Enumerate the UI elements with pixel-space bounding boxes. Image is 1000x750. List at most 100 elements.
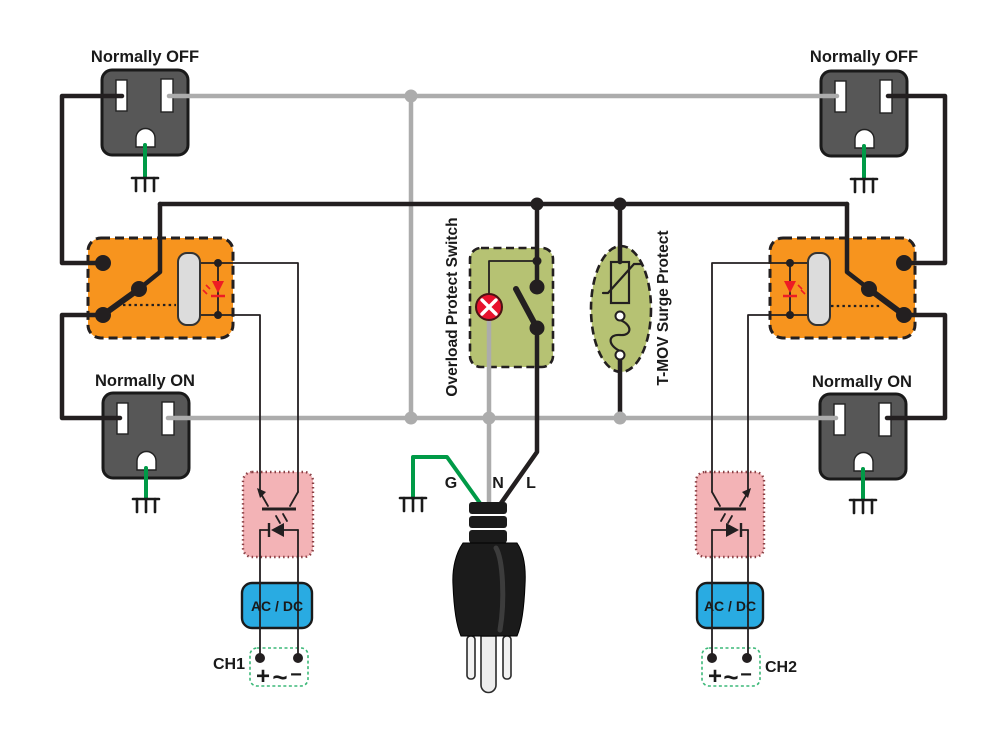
junction-dots [404,89,627,425]
opto-led-icon [711,523,749,537]
terminal-dot [255,653,265,663]
power-plug: G N L [445,475,536,694]
thermal-link-icon [609,318,631,353]
ground-symbol [131,497,161,514]
neutral-junction-mid [404,411,418,425]
live-wires [59,93,948,659]
outlet-label: Normally ON [812,373,912,391]
coil-right-bottom-wire [747,314,809,493]
tmov-internals: T-MOV Surge Protect [601,230,672,386]
optocoupler-left-internals [257,488,299,537]
outlet-mid-right: Normally ON [812,373,912,481]
ground-symbol [849,177,879,194]
breaker-moving-contact [529,320,545,336]
terminal-dot [293,653,303,663]
optocoupler-left-box [241,470,315,559]
acdc-left-label: AC / DC [251,598,303,614]
lamp-tap-wire [488,260,536,295]
relay-no-contact [95,255,111,271]
ground-symbol [130,176,160,193]
outlet-label: Normally OFF [91,48,199,66]
plug-strain-relief [469,516,507,528]
ground-symbol [398,496,428,513]
tmov-label: T-MOV Surge Protect [655,230,672,385]
outlet-icon [100,68,190,157]
coil-terminal-top [786,259,794,267]
plus-symbol: + [256,663,270,690]
plug-prong-left [466,635,476,680]
outlet-icon [819,69,909,158]
live-junction-tmov [613,197,627,211]
coil-left-top-wire [199,262,299,493]
opto-left-out-wires [259,529,299,659]
plug-prong-ground [480,635,497,694]
plug-icon [452,502,526,694]
overload-switch-internals: Overload Protect Switch [444,217,545,397]
opto-right-out-wires [711,529,749,659]
thermal-terminal-top [614,310,626,322]
relay-left-common-riser [136,201,163,292]
relay-right-no-wire [885,93,948,266]
ch2-terminals: CH2 + ~ − [707,653,797,692]
plug-body [452,542,526,637]
outlet-icon [101,391,191,480]
plus-symbol: + [708,663,722,690]
optocoupler-right-box [694,470,766,559]
ch1-label: CH1 [213,656,245,673]
thermal-terminal-bottom [614,349,626,361]
opto-led-icon [259,523,299,537]
plug-prong-right [502,635,512,680]
live-junction-overload [530,197,544,211]
ground-plug-wire [411,455,484,508]
outlet-label: Normally OFF [810,48,918,66]
live-plug-wire [496,325,540,509]
plug-neutral-label: N [492,475,504,492]
relay-coil [177,252,201,326]
terminal-dot [707,653,717,663]
led-icon [783,281,806,298]
ac-symbol: ~ [723,662,738,692]
relay-common-contact [131,281,147,297]
relay-left-internals [95,252,225,326]
neutral-junction-top [404,89,418,103]
outlet-top-right: Normally OFF [810,48,918,158]
minus-symbol: − [740,664,752,686]
indicator-lamp-icon [475,293,503,321]
coil-terminal-top [214,259,222,267]
relay-left-no-wire [59,93,125,266]
ac-symbol: ~ [272,662,287,692]
overload-switch-label: Overload Protect Switch [444,217,461,396]
acdc-right-box [695,581,765,630]
coil-right-top-wire [711,262,809,493]
relay-no-contact [896,255,912,271]
led-icon [202,281,225,298]
relay-coil [807,252,831,326]
emitter-arrow-icon [257,488,266,498]
relay-nc-contact [95,307,111,323]
coil-terminal-bottom [214,311,222,319]
relay-right-internals [783,252,912,326]
ch1-terminals: CH1 + ~ − [213,653,303,692]
plug-strain-relief [469,530,507,543]
light-arrows-icon [275,513,288,524]
neutral-junction-tmov [613,411,627,425]
relay-common-contact [861,281,877,297]
relay-nc-contact [896,307,912,323]
relay-left-nc-wire [59,312,123,421]
lamp-tap-dot [532,256,542,266]
optocoupler-right-internals [711,488,751,537]
breaker-fixed-contact [529,279,545,295]
varistor-diagonal [601,262,643,295]
plug-live-label: L [526,475,536,492]
relay-right-nc-wire [884,312,948,421]
plug-ground-label: G [445,475,457,492]
ground-symbol [848,498,878,515]
light-arrows-icon [720,513,733,524]
outlet-icon [818,392,908,481]
varistor-icon [609,260,631,305]
coil-terminal-bottom [786,311,794,319]
plug-strain-relief [469,502,507,514]
outlet-top-left: Normally OFF [91,48,199,157]
